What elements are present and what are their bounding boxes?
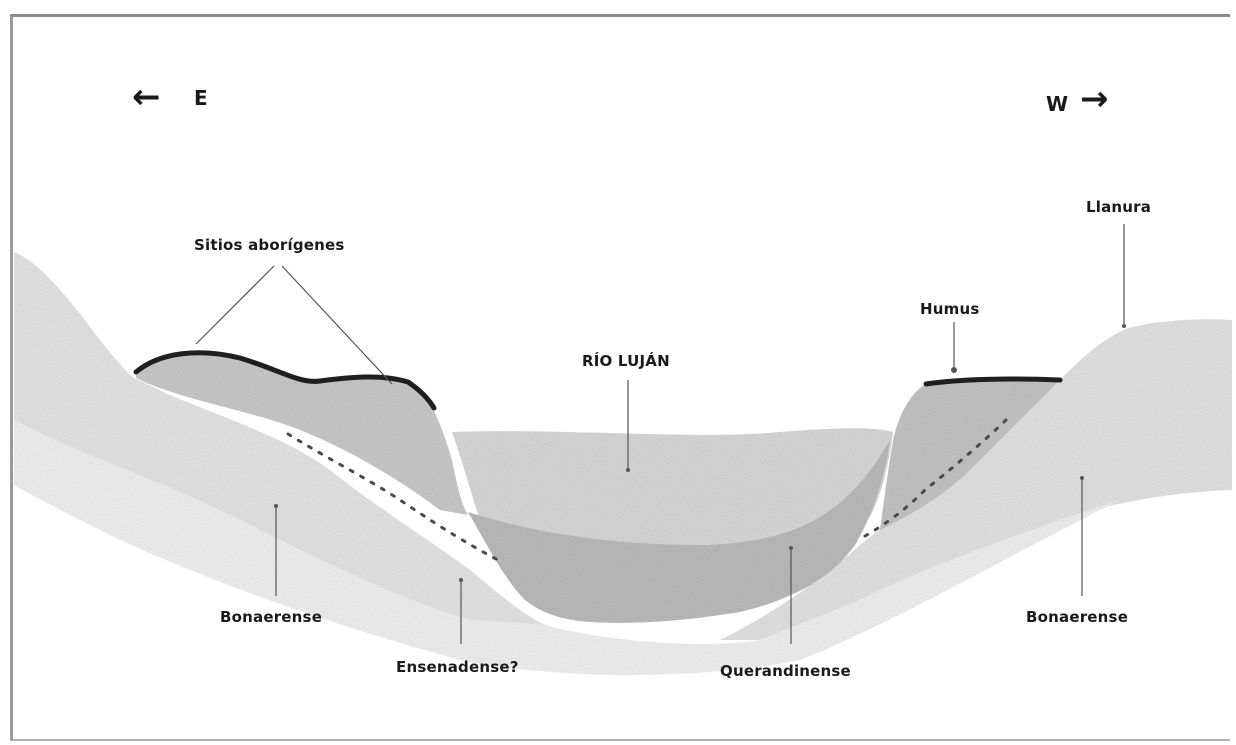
rio-pointer-dot [626,468,630,472]
west-label: W [1046,92,1068,116]
east-label: E [194,86,208,110]
label-sitios-aborigenes: Sitios aborígenes [194,236,345,254]
label-querandinense: Querandinense [720,662,851,680]
label-bonaerense-right: Bonaerense [1026,608,1128,626]
bonaerense-right-pointer-dot [1080,476,1084,480]
label-bonaerense-left: Bonaerense [220,608,322,626]
humus-pointer-dot [951,367,957,373]
bonaerense-left-pointer-dot [274,504,278,508]
ensenadense-pointer-dot [459,578,463,582]
label-humus: Humus [920,300,979,318]
east-arrow-icon: ← [132,80,161,114]
west-arrow-icon: → [1080,82,1109,116]
label-rio-lujan: RÍO LUJÁN [582,352,670,370]
leader-sitios-right [282,266,392,384]
querandinense-pointer-dot [789,546,793,550]
leader-sitios-left [196,266,274,344]
label-llanura: Llanura [1086,198,1151,216]
llanura-pointer-dot [1122,324,1126,328]
label-ensenadense: Ensenadense? [396,658,519,676]
